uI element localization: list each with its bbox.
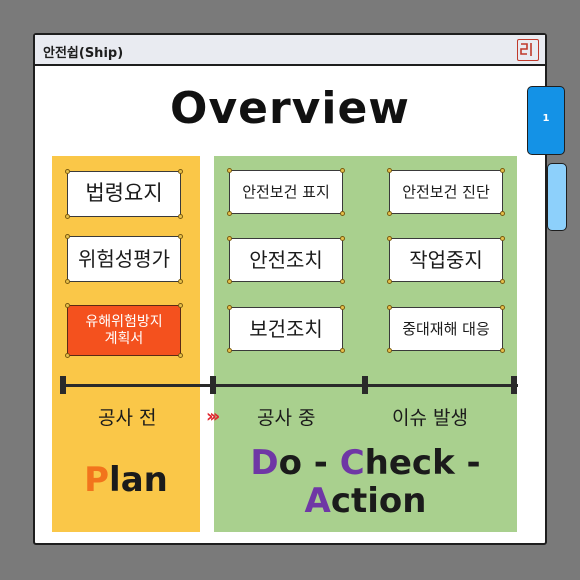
action-initial: A — [304, 481, 331, 521]
timeline-line — [62, 384, 518, 387]
do-rest: o - — [278, 443, 340, 483]
seal-logo-icon — [517, 39, 539, 61]
check-initial: C — [339, 443, 365, 483]
stage-issue-occurred: 이슈 발생 — [392, 407, 468, 429]
timeline-tick — [362, 376, 368, 394]
card-safety-diagnosis[interactable]: 안전보건 진단 — [387, 168, 505, 216]
timeline-tick — [210, 376, 216, 394]
action-rest: ction — [330, 481, 427, 521]
stage-before-construction: 공사 전 — [98, 407, 157, 429]
card-safety-signs[interactable]: 안전보건 표지 — [227, 168, 345, 216]
card-serious-accident-response[interactable]: 중대재해 대응 — [387, 305, 505, 353]
tab-label: 1 — [542, 113, 550, 124]
do-initial: D — [250, 443, 279, 483]
do-check-label: Do - Check - — [214, 443, 517, 483]
plan-label-initial: P — [84, 460, 110, 500]
tab-page-1[interactable]: 1 — [527, 86, 565, 155]
card-label: 안전보건 진단 — [402, 183, 490, 201]
card-label: 안전조치 — [249, 248, 323, 272]
title-bar: 안전쉽(Ship) — [35, 35, 545, 66]
plan-label-rest: lan — [109, 460, 168, 500]
stage-during-construction: 공사 중 — [257, 407, 316, 429]
card-label: 법령요지 — [85, 181, 163, 206]
card-label: 보건조치 — [249, 317, 323, 341]
card-label: 유해위험방지 계획서 — [85, 313, 163, 347]
app-window: 안전쉽(Ship) Overview 법령요지 위험성평가 유해위험방지 계획서… — [33, 33, 547, 545]
arrow-right-icon: ››› — [206, 406, 220, 427]
window-title: 안전쉽(Ship) — [43, 46, 124, 61]
card-hazard-prevention-plan[interactable]: 유해위험방지 계획서 — [65, 303, 183, 358]
card-label: 중대재해 대응 — [402, 320, 490, 338]
timeline-tick — [60, 376, 66, 394]
card-legal-summary[interactable]: 법령요지 — [65, 169, 183, 219]
check-rest: heck - — [364, 443, 481, 483]
card-risk-assessment[interactable]: 위험성평가 — [65, 234, 183, 284]
card-label: 작업중지 — [409, 248, 483, 272]
card-safety-measures[interactable]: 안전조치 — [227, 236, 345, 284]
card-label: 위험성평가 — [78, 247, 170, 271]
card-work-stoppage[interactable]: 작업중지 — [387, 236, 505, 284]
card-health-measures[interactable]: 보건조치 — [227, 305, 345, 353]
card-label: 안전보건 표지 — [242, 183, 330, 201]
timeline-tick — [511, 376, 517, 394]
plan-label: Plan — [52, 460, 200, 500]
tab-page-2[interactable] — [547, 163, 567, 231]
action-label: Action — [214, 481, 517, 521]
page-title: Overview — [170, 83, 410, 134]
